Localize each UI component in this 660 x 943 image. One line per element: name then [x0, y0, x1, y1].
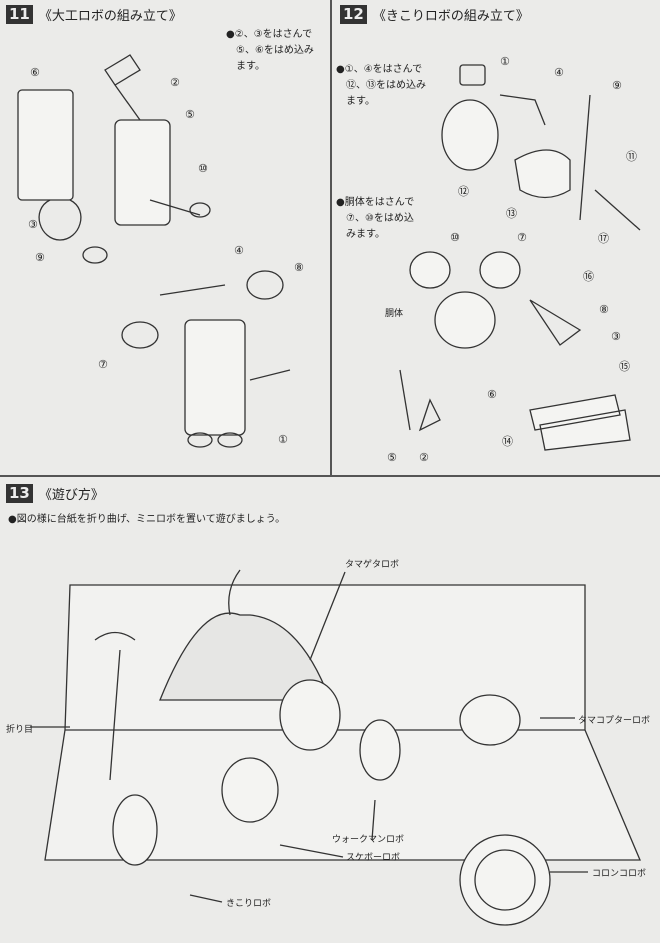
callout: ⑦ [517, 231, 527, 244]
callout: ⑬ [506, 207, 517, 220]
callout: ⑯ [583, 270, 594, 283]
section-title: 《遊び方》 [38, 488, 104, 503]
section-12-note-1: ●①、④をはさんで ⑫、⑬をはめ込み ます。 [336, 64, 426, 107]
section-number: 13 [6, 484, 33, 503]
divider-vertical [330, 0, 332, 476]
label-koron-robo: コロンコロボ [592, 869, 647, 879]
callout: ⑮ [619, 360, 630, 373]
section-13-note: ●図の様に台紙を折り曲げ、ミニロボを置いて遊びましょう。 [8, 514, 286, 525]
section-11-note: ●②、③をはさんで ⑤、⑥をはめ込み ます。 [226, 29, 314, 72]
divider-horizontal [0, 475, 660, 477]
callout: ③ [611, 330, 621, 343]
section-number: 12 [340, 5, 367, 24]
label-tamacopter-robo: タマコプターロボ [578, 716, 651, 726]
callout: ⑥ [487, 388, 497, 401]
callout: ⑦ [98, 358, 108, 371]
daiku-robo-parts-illustration [17, 54, 291, 448]
callout: ⑤ [387, 451, 397, 464]
label-kikori-robo: きこりロボ [226, 899, 272, 909]
callout: ⑨ [612, 79, 622, 92]
callout: ② [419, 451, 429, 464]
callout: ⑩ [198, 162, 208, 175]
label-skateboard-robo: スケボーロボ [346, 853, 401, 863]
callout: ⑥ [30, 66, 40, 79]
callout: ④ [554, 66, 564, 79]
callout: ⑪ [626, 150, 637, 163]
callout: ⑰ [598, 232, 609, 245]
callout: ③ [28, 218, 38, 231]
section-12-header: 12 《きこりロボの組み立て》 [340, 5, 529, 24]
callout: ② [170, 76, 180, 89]
label-fold-line: 折り目 [6, 725, 34, 735]
callout: ⑫ [458, 185, 469, 198]
callout: ⑤ [185, 108, 195, 121]
label-walkman-robo: ウォークマンロボ [332, 835, 405, 845]
callout: ⑧ [599, 303, 609, 316]
section-13-header: 13 《遊び方》 [6, 484, 104, 503]
callout: ① [500, 55, 510, 68]
label-tamageta-robo: タマゲタロボ [345, 560, 400, 570]
section-12-note-2: ●胴体をはさんで ⑦、⑩をはめ込 みます。 [336, 197, 415, 240]
kikori-robo-parts-illustration [399, 64, 641, 451]
callout: ⑩ [450, 231, 460, 244]
section-number: 11 [6, 5, 33, 24]
body-label: 胴体 [385, 309, 404, 319]
callout: ⑭ [502, 435, 513, 448]
callout: ⑨ [35, 251, 45, 264]
callout: ④ [234, 244, 244, 257]
section-11-header: 11 《大工ロボの組み立て》 [6, 5, 182, 24]
callout: ⑧ [294, 261, 304, 274]
play-diorama-illustration [30, 569, 641, 926]
section-title: 《きこりロボの組み立て》 [372, 9, 529, 24]
section-title: 《大工ロボの組み立て》 [38, 9, 182, 24]
callout: ① [278, 433, 288, 446]
